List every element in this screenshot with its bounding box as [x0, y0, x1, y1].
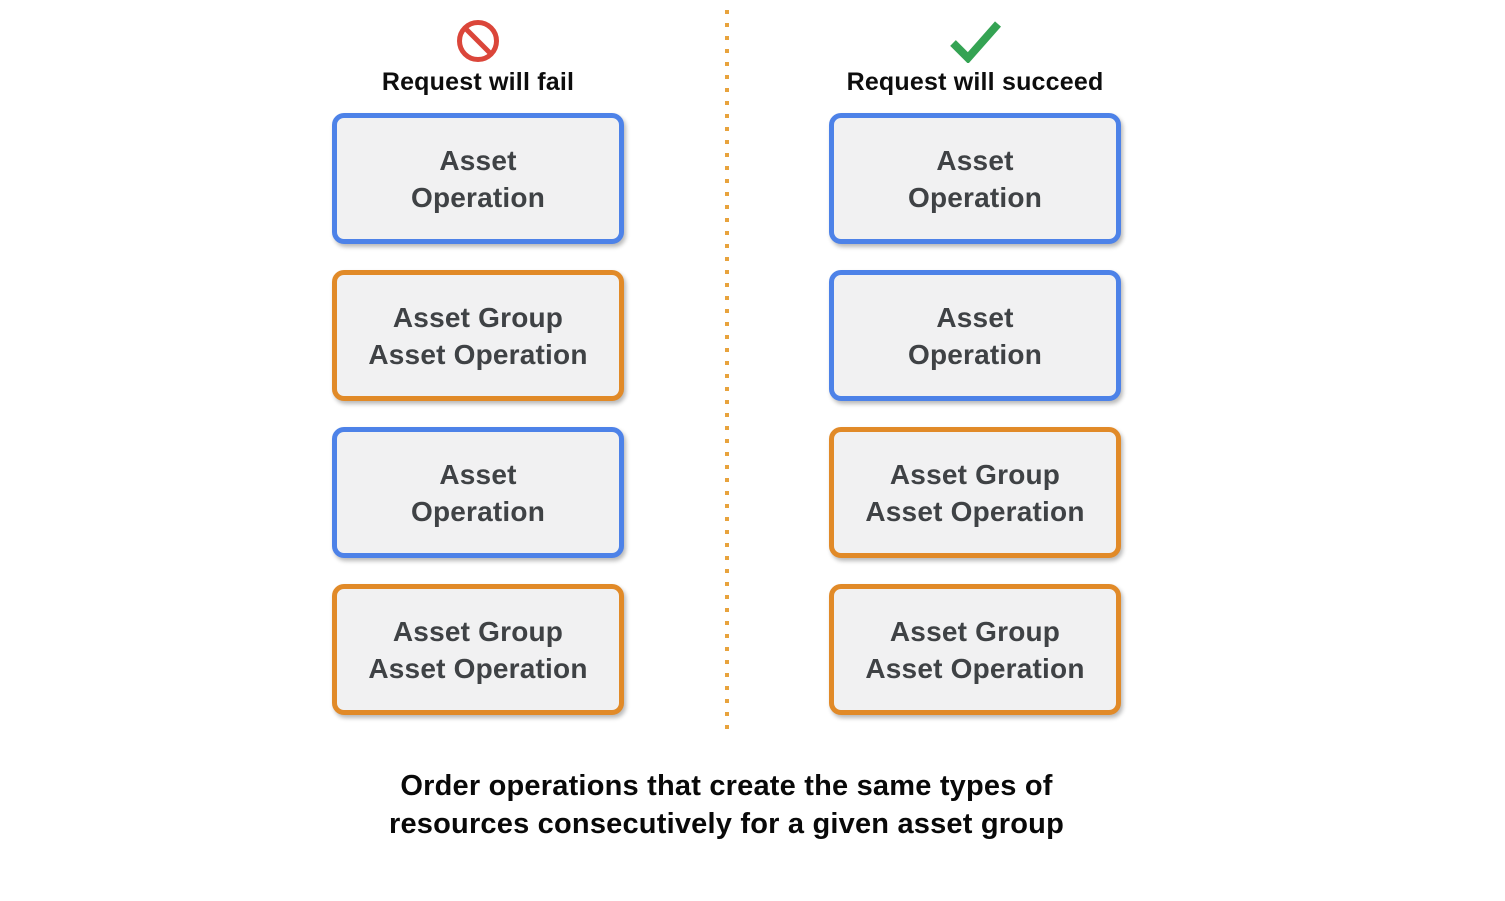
- box-label-line: Asset Group: [889, 458, 1061, 490]
- box-label-line: Asset Operation: [865, 652, 1085, 684]
- fail-title: Request will fail: [381, 68, 575, 96]
- box-asset-group-asset-operation: Asset Group Asset Operation: [829, 427, 1121, 558]
- checkmark-icon: [946, 18, 1004, 64]
- box-label-line: Operation: [907, 338, 1043, 370]
- box-label-line: Asset: [936, 144, 1014, 176]
- box-asset-group-asset-operation: Asset Group Asset Operation: [829, 584, 1121, 715]
- box-label-line: Asset: [936, 301, 1014, 333]
- success-title: Request will succeed: [846, 68, 1104, 96]
- caption: Order operations that create the same ty…: [0, 767, 1453, 843]
- success-header: Request will succeed: [847, 18, 1104, 97]
- box-label-line: Asset Group: [392, 301, 564, 333]
- fail-column: Request will fail Asset Operation Asset …: [332, 18, 624, 741]
- box-asset-operation: Asset Operation: [829, 270, 1121, 401]
- box-label-line: Asset Group: [889, 615, 1061, 647]
- box-label-line: Asset: [439, 458, 517, 490]
- fail-header: Request will fail: [382, 18, 574, 97]
- box-label-line: Asset Operation: [368, 652, 588, 684]
- prohibition-icon: [455, 18, 501, 64]
- success-column: Request will succeed Asset Operation Ass…: [829, 18, 1121, 741]
- box-label-line: Asset Operation: [865, 495, 1085, 527]
- dotted-divider: [725, 10, 729, 738]
- box-asset-group-asset-operation: Asset Group Asset Operation: [332, 584, 624, 715]
- box-asset-operation: Asset Operation: [332, 427, 624, 558]
- box-label-line: Asset Group: [392, 615, 564, 647]
- box-label-line: Operation: [410, 181, 546, 213]
- caption-line: Order operations that create the same ty…: [400, 770, 1053, 802]
- box-asset-operation: Asset Operation: [332, 113, 624, 244]
- box-label-line: Asset: [439, 144, 517, 176]
- box-asset-operation: Asset Operation: [829, 113, 1121, 244]
- box-asset-group-asset-operation: Asset Group Asset Operation: [332, 270, 624, 401]
- caption-line: resources consecutively for a given asse…: [388, 808, 1065, 840]
- box-label-line: Asset Operation: [368, 338, 588, 370]
- box-label-line: Operation: [410, 495, 546, 527]
- box-label-line: Operation: [907, 181, 1043, 213]
